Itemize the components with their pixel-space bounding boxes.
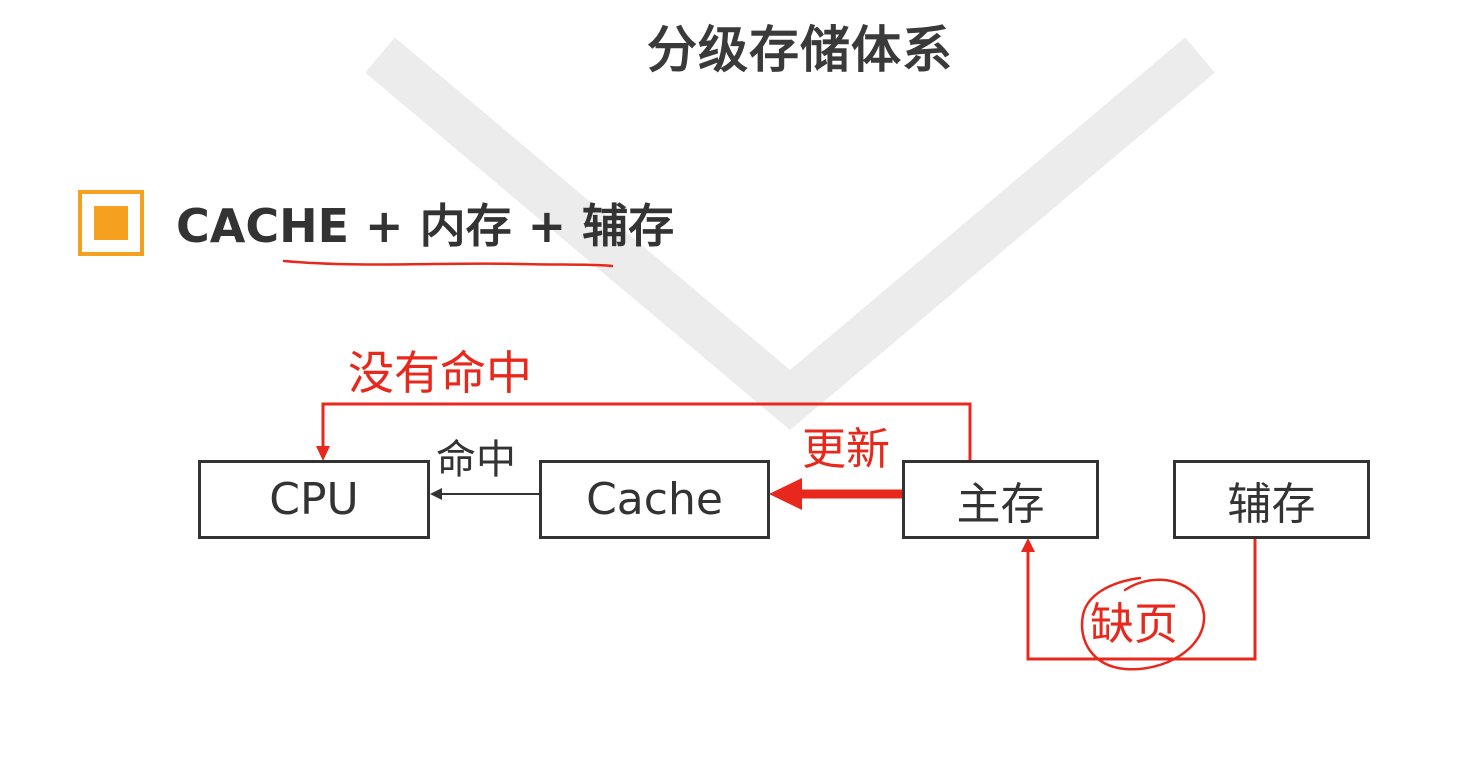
main-memory-node: 主存 <box>902 460 1099 539</box>
page-fault-arrowhead <box>1021 538 1035 552</box>
orange-square-bullet-icon <box>78 190 144 256</box>
cache-node-label: Cache <box>586 474 723 525</box>
page-fault-arrow <box>1026 538 1257 661</box>
hit-label: 命中 <box>436 437 516 483</box>
section-heading: CACHE + 内存 + 辅存 <box>176 199 675 253</box>
cpu-node: CPU <box>198 460 430 539</box>
update-label: 更新 <box>802 424 890 475</box>
heading-underline <box>282 259 614 268</box>
main-memory-node-label: 主存 <box>956 478 1045 530</box>
page-fault-circle <box>1080 576 1206 671</box>
cache-node: Cache <box>539 460 770 539</box>
miss-arrow <box>321 402 972 460</box>
secondary-storage-node: 辅存 <box>1173 460 1370 539</box>
page-fault-label: 缺页 <box>1090 599 1178 650</box>
slide-title: 分级存储体系 <box>647 21 953 79</box>
miss-arrowhead <box>316 446 330 461</box>
update-arrowhead <box>769 478 802 510</box>
miss-label: 没有命中 <box>348 346 532 400</box>
hit-arrowhead <box>430 488 442 500</box>
secondary-storage-node-label: 辅存 <box>1227 478 1316 530</box>
bullet-fill <box>94 206 128 240</box>
cpu-node-label: CPU <box>269 474 359 525</box>
